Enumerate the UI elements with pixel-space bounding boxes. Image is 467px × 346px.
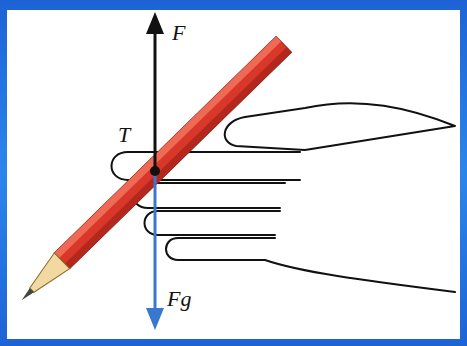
pencil-body [54,36,291,268]
arrowhead-up [146,12,164,34]
pencil [14,36,291,307]
hand [112,103,456,292]
gravity-arrow-down [154,172,157,310]
gravity-label: Fg [167,288,191,310]
pencil-highlight [54,36,281,258]
arrowhead-down [146,308,164,330]
thumb [225,103,455,150]
pencil-lead [20,288,34,302]
force-arrow-up [154,30,157,170]
pencil-shade [65,47,292,269]
contact-point [150,166,160,176]
ring-finger [145,211,281,235]
little-finger [166,238,455,292]
force-label: F [172,22,185,44]
white-panel [7,10,460,339]
point-label: T [118,124,130,146]
